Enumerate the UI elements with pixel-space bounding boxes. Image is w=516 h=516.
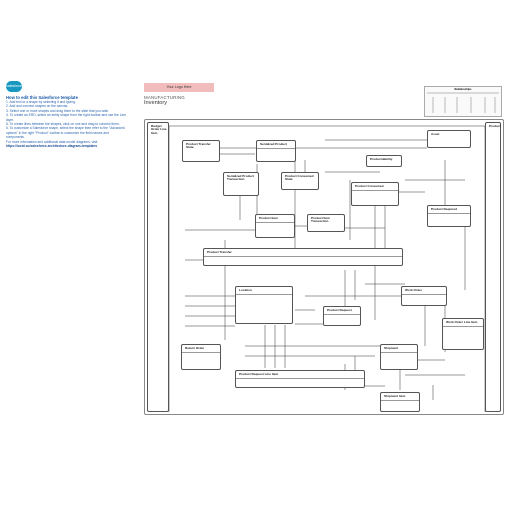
entity-serialized-product[interactable]: Serialized Product — [256, 140, 296, 162]
howto-step: 6. To customize a Salesforce shape, sele… — [6, 126, 125, 140]
entity-product-request[interactable]: Product Request — [323, 306, 361, 326]
info-text: For more information and additional data… — [6, 140, 130, 149]
relationship-lines — [168, 125, 486, 412]
entity-title: Productdebility — [370, 156, 393, 161]
howto-step: 5. To create lines between the shapes, c… — [6, 122, 120, 127]
erd-canvas: Budget Order Line Item Product Asset Pro… — [144, 119, 504, 415]
entity-product[interactable]: Product — [485, 122, 501, 412]
howto-step: 1. Add text to a shape by selecting it a… — [6, 100, 76, 104]
entity-title: Return Order — [185, 345, 205, 350]
entity-productdebility[interactable]: Productdebility — [366, 155, 402, 167]
howto-step: 3. Select one or more shapes and drag th… — [6, 108, 110, 113]
entity-product-item[interactable]: Product Item — [255, 214, 295, 238]
legend-title: Relationships — [454, 88, 472, 91]
entity-title: Product Consumed State — [285, 173, 314, 182]
entity-budget-order-line-item[interactable]: Budget Order Line Item — [147, 122, 169, 412]
entity-product-item-transaction[interactable]: Product Item Transaction — [307, 214, 345, 232]
entity-title: Product Consumed — [355, 183, 384, 188]
entity-title: Product — [489, 123, 501, 128]
department-label: MANUFACTURING — [144, 95, 185, 100]
entity-title: Product Request — [327, 307, 352, 312]
info-lead: For more information and additional data… — [6, 140, 98, 144]
entity-work-order[interactable]: Work Order — [401, 286, 447, 306]
relationship-legend: Relationships — [424, 86, 502, 117]
entity-title: Work Order Line Item — [446, 319, 478, 324]
legend-symbols — [427, 92, 499, 113]
entity-title: Work Order — [405, 287, 422, 292]
entity-title: Asset — [431, 131, 440, 136]
entity-title: Product Item — [259, 215, 278, 220]
entity-title: Serialized Product Transaction — [227, 173, 254, 182]
entity-title: Product Item Transaction — [311, 215, 330, 224]
entity-title: Product Transfer — [207, 249, 232, 254]
entity-product-request-line-item[interactable]: Product Request Line Item — [235, 370, 365, 388]
howto-step: 2. Add and connect shapes on the canvas. — [6, 104, 69, 109]
entity-product-transfer-state[interactable]: Product Transfer State — [182, 140, 220, 162]
logo-placeholder[interactable]: Your Logo Here — [144, 83, 214, 92]
entity-product-consumed-state[interactable]: Product Consumed State — [281, 172, 319, 190]
entity-title: Serialized Product — [260, 141, 287, 146]
entity-work-order-line-item[interactable]: Work Order Line Item — [442, 318, 484, 350]
entity-location[interactable]: Location — [235, 286, 293, 324]
page-title: Inventory — [144, 100, 168, 106]
entity-asset[interactable]: Asset — [427, 130, 471, 148]
entity-title: Product Transfer State — [186, 141, 211, 150]
entity-title: Location — [239, 287, 252, 292]
entity-title: Shipment — [384, 345, 399, 350]
info-link[interactable]: https://lucid.co/salesforce-architecture… — [6, 144, 98, 149]
salesforce-logo: salesforce — [6, 81, 22, 92]
entity-product-transfer[interactable]: Product Transfer — [203, 248, 403, 266]
howto-step: 4. To create an ERD, select an entity sh… — [6, 113, 126, 122]
entity-product-required[interactable]: Product Required — [427, 205, 471, 227]
entity-shipment[interactable]: Shipment — [380, 344, 418, 370]
entity-return-order[interactable]: Return Order — [181, 344, 221, 370]
entity-shipment-item[interactable]: Shipment Item — [380, 392, 420, 412]
entity-title: Shipment Item — [384, 393, 406, 398]
howto-title: How to edit this Salesforce template — [6, 95, 78, 100]
howto-steps: 1. Add text to a shape by selecting it a… — [6, 100, 126, 140]
entity-title: Budget Order Line Item — [151, 123, 167, 135]
entity-title: Product Request Line Item — [239, 371, 279, 376]
entity-serialized-product-transaction[interactable]: Serialized Product Transaction — [223, 172, 259, 196]
entity-title: Product Required — [431, 206, 457, 211]
entity-product-consumed[interactable]: Product Consumed — [351, 182, 399, 206]
